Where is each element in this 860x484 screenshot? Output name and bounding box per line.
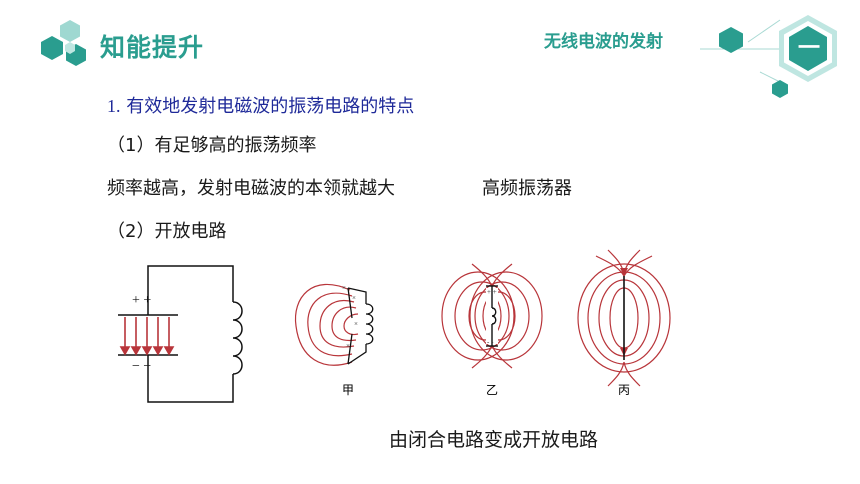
capacitor-plus-signs: + + (132, 293, 151, 308)
svg-text:×: × (342, 284, 346, 292)
svg-text:×: × (354, 320, 358, 328)
small-hexagon-icon (719, 27, 743, 53)
figure-jia-diagram: × × × × 甲 (294, 284, 374, 397)
figure-yi-diagram: + + - - 乙 (441, 263, 543, 397)
point-1-note: 频率越高，发射电磁波的本领就越大 (107, 178, 395, 199)
heading-text: 有效地发射电磁波的振荡电路的特点 (126, 96, 415, 117)
svg-text:- -: - - (487, 338, 494, 346)
figure-caption: 由闭合电路变成开放电路 (389, 429, 599, 451)
point-1-term: 高频振荡器 (482, 178, 572, 199)
badge-inner-hexagon (789, 26, 827, 71)
svg-text:×: × (346, 342, 350, 350)
section-title: 知能提升 (100, 33, 205, 62)
svg-text:×: × (352, 294, 356, 302)
figure-label-yi: 乙 (486, 383, 498, 397)
small-hexagon-icon (772, 80, 788, 98)
figure-label-bing: 丙 (618, 383, 630, 397)
heading-number: 1. (107, 96, 121, 116)
point-2: （2）开放电路 (107, 221, 227, 242)
svg-text:+ +: + + (487, 288, 497, 296)
point-1: （1）有足够高的振荡频率 (107, 135, 317, 156)
lc-circuit-diagram: + + − − (118, 265, 243, 403)
figure-label-jia: 甲 (342, 383, 354, 397)
topic-title: 无线电波的发射 (544, 32, 663, 52)
chapter-number: 一 (797, 36, 820, 61)
figure-bing-diagram: 丙 (577, 249, 671, 397)
section-heading: 1. 有效地发射电磁波的振荡电路的特点 (107, 92, 414, 118)
capacitor-minus-signs: − − (132, 359, 151, 374)
chapter-badge-decoration (700, 15, 837, 98)
hexagon-logo-icon (41, 20, 86, 66)
